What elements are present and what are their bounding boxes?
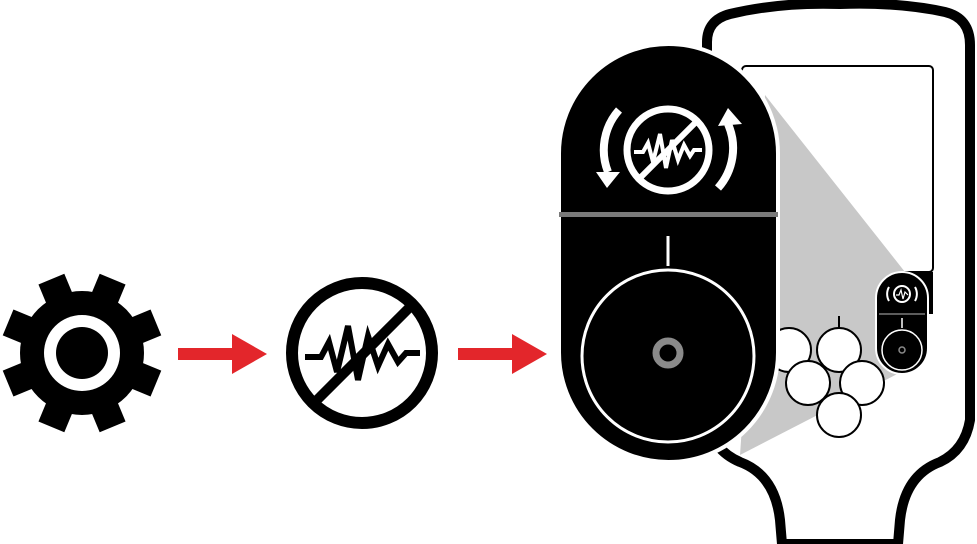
control-knob <box>580 268 756 444</box>
gear-icon <box>2 273 162 433</box>
noise-cancel-rotate-icon <box>596 105 742 195</box>
keypad-button <box>816 392 862 438</box>
noise-cancel-icon <box>286 277 438 429</box>
arrow-right-icon <box>178 334 267 374</box>
detector-control-small <box>875 271 929 375</box>
arrow-right-icon <box>458 334 547 374</box>
detector-control-large <box>557 42 780 464</box>
keypad-button <box>785 360 831 406</box>
keypad-button <box>839 360 885 406</box>
